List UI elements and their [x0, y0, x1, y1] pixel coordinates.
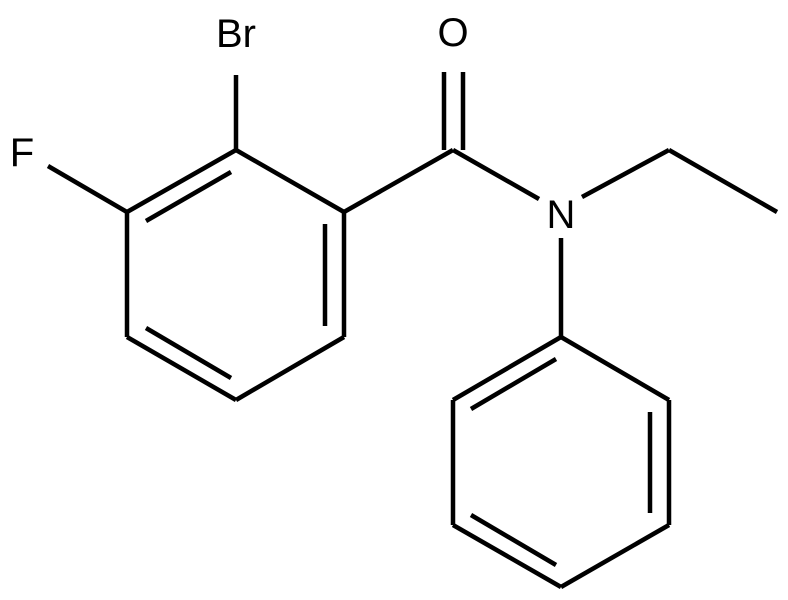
atom-label-fluorine: F [10, 131, 34, 175]
benzoyl-ring [124, 148, 347, 402]
atom-label-oxygen: O [437, 11, 468, 55]
bond-ch2-ch3 [667, 148, 779, 214]
bond-p1-p2 [559, 335, 671, 402]
bond-p6-p1-inner [469, 357, 558, 411]
bond-c2-c3-inner [144, 170, 233, 223]
bond-c1-c2 [234, 148, 346, 214]
bond-c4-c5 [125, 335, 238, 402]
bond-c3-f [46, 164, 129, 214]
bond-c4-c5-inner [144, 326, 233, 380]
bond-p4-p5 [451, 523, 563, 589]
atom-label-nitrogen: N [547, 193, 576, 237]
phenyl-ring [450, 335, 672, 589]
atom-label-bromine: Br [216, 12, 256, 56]
bond-c1-carbonyl [342, 148, 455, 214]
bond-p3-p4 [559, 523, 671, 589]
bond-p6-p1 [451, 335, 563, 402]
bond-p4-p5-inner [469, 513, 558, 567]
bond-c2-c3 [125, 148, 238, 214]
bond-n-ch2 [580, 148, 671, 199]
bond-c5-c6 [234, 335, 346, 402]
bond-carbonyl-n [451, 148, 541, 201]
